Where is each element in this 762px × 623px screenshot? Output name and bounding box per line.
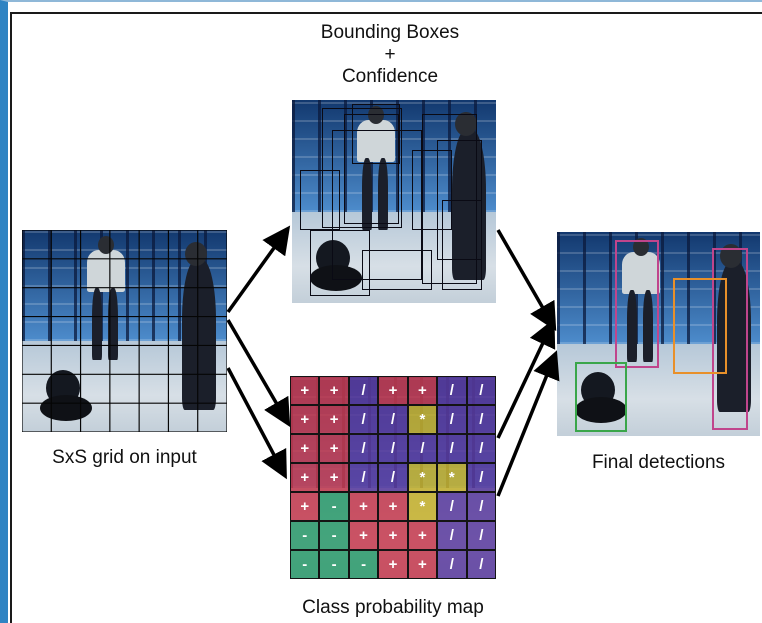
class-cell: / <box>437 405 467 434</box>
candidate-box <box>422 114 477 284</box>
class-cell: * <box>407 405 438 434</box>
input-image <box>22 230 227 432</box>
arrow-input-to-bbox <box>226 225 291 314</box>
class-cell: / <box>466 434 496 463</box>
class-cell: / <box>466 376 496 405</box>
detection-robot <box>575 362 627 432</box>
class-cell: + <box>378 521 408 550</box>
figure-panel <box>10 12 762 623</box>
class-cell: + <box>290 492 320 521</box>
detection-person-left <box>615 240 659 368</box>
class-cell: + <box>290 376 320 405</box>
sxs-grid-overlay <box>22 230 227 432</box>
arrow-bbox-to-final <box>496 229 557 332</box>
arrow-classmap-to-final-2 <box>496 350 560 497</box>
class-cell: + <box>290 405 320 434</box>
class-cell: / <box>407 434 438 463</box>
class-cell: + <box>378 550 408 579</box>
class-cell: - <box>290 550 320 579</box>
class-cell: / <box>466 550 496 579</box>
class-cell: + <box>290 434 320 463</box>
class-cell: / <box>437 434 467 463</box>
class-cell: / <box>348 463 379 492</box>
class-cell: / <box>466 492 496 521</box>
class-cell: - <box>290 521 320 550</box>
class-map-image: ++/++//++//*//++/////++//**/+-++*//--+++… <box>290 376 496 579</box>
bbox-image <box>292 100 496 303</box>
bbox-title-line2: + <box>384 44 396 65</box>
class-cell: + <box>319 463 349 492</box>
class-cell: - <box>319 521 349 550</box>
class-cell: + <box>407 550 438 579</box>
class-cell: / <box>466 405 496 434</box>
class-cell: / <box>437 376 467 405</box>
class-probability-grid: ++/++//++//*//++/////++//**/+-++*//--+++… <box>290 376 496 579</box>
candidate-box <box>332 130 422 280</box>
class-cell: + <box>319 405 349 434</box>
class-cell: + <box>348 492 379 521</box>
bbox-title-line1: Bounding Boxes <box>320 22 460 43</box>
arrow-classmap-to-final-1 <box>496 318 556 439</box>
class-cell: + <box>378 492 408 521</box>
class-cell: + <box>407 521 438 550</box>
final-image <box>557 232 760 436</box>
bbox-title-line3: Confidence <box>341 66 439 87</box>
class-cell: / <box>348 405 379 434</box>
class-cell: / <box>348 434 379 463</box>
final-caption: Final detections <box>591 452 726 473</box>
detection-chair <box>673 278 727 374</box>
class-cell: / <box>437 492 467 521</box>
class-cell: / <box>378 434 408 463</box>
classmap-caption: Class probability map <box>302 597 484 618</box>
class-cell: / <box>378 405 408 434</box>
class-cell: - <box>319 550 349 579</box>
class-cell: / <box>466 521 496 550</box>
class-cell: * <box>437 463 467 492</box>
class-cell: - <box>348 550 379 579</box>
detection-person-right <box>712 248 748 430</box>
class-cell: * <box>407 463 438 492</box>
candidate-box <box>442 200 482 290</box>
class-cell: / <box>348 376 379 405</box>
candidate-box <box>322 108 402 228</box>
class-cell: - <box>319 492 349 521</box>
input-caption: SxS grid on input <box>52 447 197 468</box>
class-cell: + <box>378 376 408 405</box>
candidate-box <box>362 250 432 290</box>
arrow-input-to-classmap-2 <box>226 367 287 480</box>
class-cell: / <box>378 463 408 492</box>
class-cell: + <box>348 521 379 550</box>
class-cell: / <box>437 550 467 579</box>
candidate-box <box>300 170 340 230</box>
class-cell: + <box>407 376 438 405</box>
class-cell: * <box>407 492 438 521</box>
class-cell: + <box>290 463 320 492</box>
class-cell: + <box>319 434 349 463</box>
class-cell: / <box>466 463 496 492</box>
candidate-box <box>344 114 399 224</box>
candidate-box <box>352 104 400 164</box>
class-cell: / <box>437 521 467 550</box>
candidate-box <box>412 150 452 230</box>
class-cell: + <box>319 376 349 405</box>
candidate-box <box>310 230 370 296</box>
arrow-input-to-classmap-1 <box>226 319 291 428</box>
